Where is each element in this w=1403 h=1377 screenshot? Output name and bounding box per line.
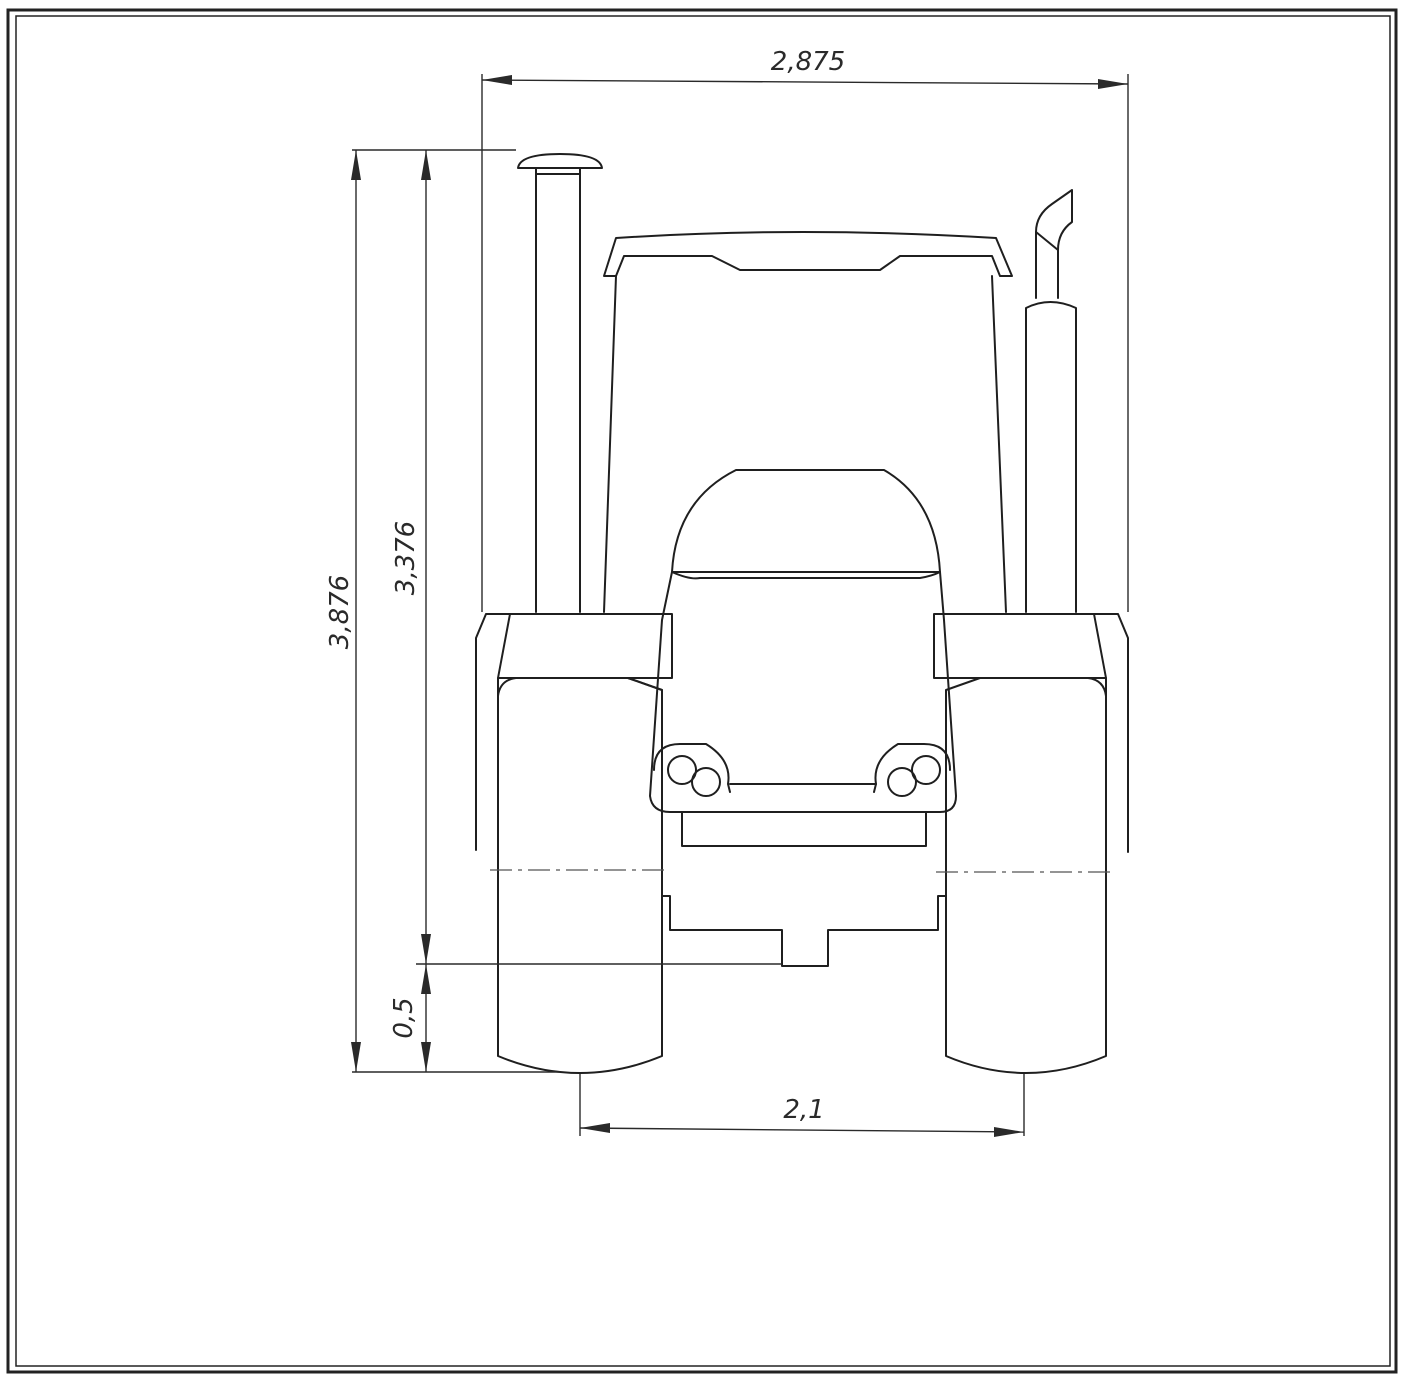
dimension-label-ground-clearance: 0,5	[389, 997, 419, 1038]
left-fender	[475, 613, 673, 851]
tractor-outline	[475, 153, 1129, 1074]
dimension-total-height: 3,876	[325, 149, 560, 1073]
exhaust-stack	[1025, 189, 1077, 613]
right-wheel	[945, 677, 1107, 1074]
lower-frame	[661, 845, 947, 967]
front-panel	[681, 811, 927, 847]
drawing-frame	[6, 8, 1398, 1374]
left-wheel	[497, 677, 663, 1074]
dimension-label-overall-width: 2,875	[771, 47, 845, 77]
right-fender	[933, 613, 1129, 853]
dimension-label-total-height: 3,876	[325, 575, 355, 649]
dimension-label-track-width: 2,1	[783, 1095, 824, 1125]
dimension-body-height: 3,376	[391, 150, 782, 965]
air-intake-pipe	[517, 153, 603, 613]
dimension-ground-clearance: 0,5	[389, 964, 431, 1072]
dimension-label-body-height: 3,376	[391, 521, 421, 595]
right-headlights	[873, 743, 951, 797]
dimension-overall-width: 2,875	[481, 47, 1129, 612]
engine-hood	[649, 469, 957, 813]
dimension-track-width: 2,1	[579, 1074, 1025, 1137]
cab	[603, 231, 1013, 613]
left-headlights	[653, 743, 731, 797]
